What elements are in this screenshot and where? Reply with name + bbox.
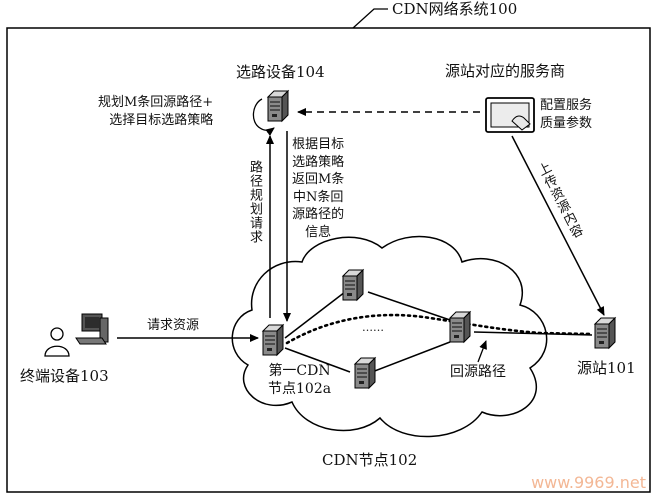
link-a-bottom (284, 347, 351, 373)
config-tablet-icon (485, 97, 535, 133)
cdn-cloud (231, 235, 548, 438)
link-bottom-b (371, 341, 451, 373)
server-icon (449, 311, 471, 343)
server-icon (354, 357, 376, 389)
link-a-top (284, 291, 346, 339)
system-label: CDN网络系统100 (392, 0, 518, 18)
origin-path-dotted (285, 313, 592, 345)
terminal-label: 终端设备103 (20, 367, 109, 385)
server-icon (262, 324, 284, 356)
origin-label: 源站101 (577, 359, 636, 377)
system-label-leader (352, 8, 388, 29)
routing-device-label: 选路设备104 (236, 63, 325, 81)
origin-path-pointer (477, 340, 487, 363)
link-top-b (367, 291, 451, 321)
return-info-label: 根据目标 选路策略 返回M条 中N条回 源路径的 信息 (292, 137, 345, 240)
origin-path-label: 回源路径 (450, 364, 506, 380)
routing-server-icon (267, 90, 289, 122)
routing-note: 规划M条回源路径+ 选择目标选路策略 (98, 95, 214, 128)
server-icon (594, 317, 616, 349)
server-icon (342, 269, 364, 301)
terminal-device-icon (44, 313, 109, 357)
watermark: www.9969.net (531, 473, 646, 492)
config-label: 配置服务 质量参数 (540, 98, 593, 131)
first-cdn-node-label: 第一CDN 节点102a (268, 363, 332, 397)
cdn-nodes-label: CDN节点102 (322, 451, 418, 469)
upload-arrow (511, 135, 605, 316)
provider-label: 源站对应的服务商 (445, 62, 566, 80)
request-resource-label: 请求资源 (147, 318, 200, 333)
ellipsis-label: …… (362, 321, 384, 334)
routing-loop-icon (252, 98, 275, 136)
system-boundary (6, 27, 651, 493)
route-request-label: 路径规划请求 (247, 160, 262, 244)
